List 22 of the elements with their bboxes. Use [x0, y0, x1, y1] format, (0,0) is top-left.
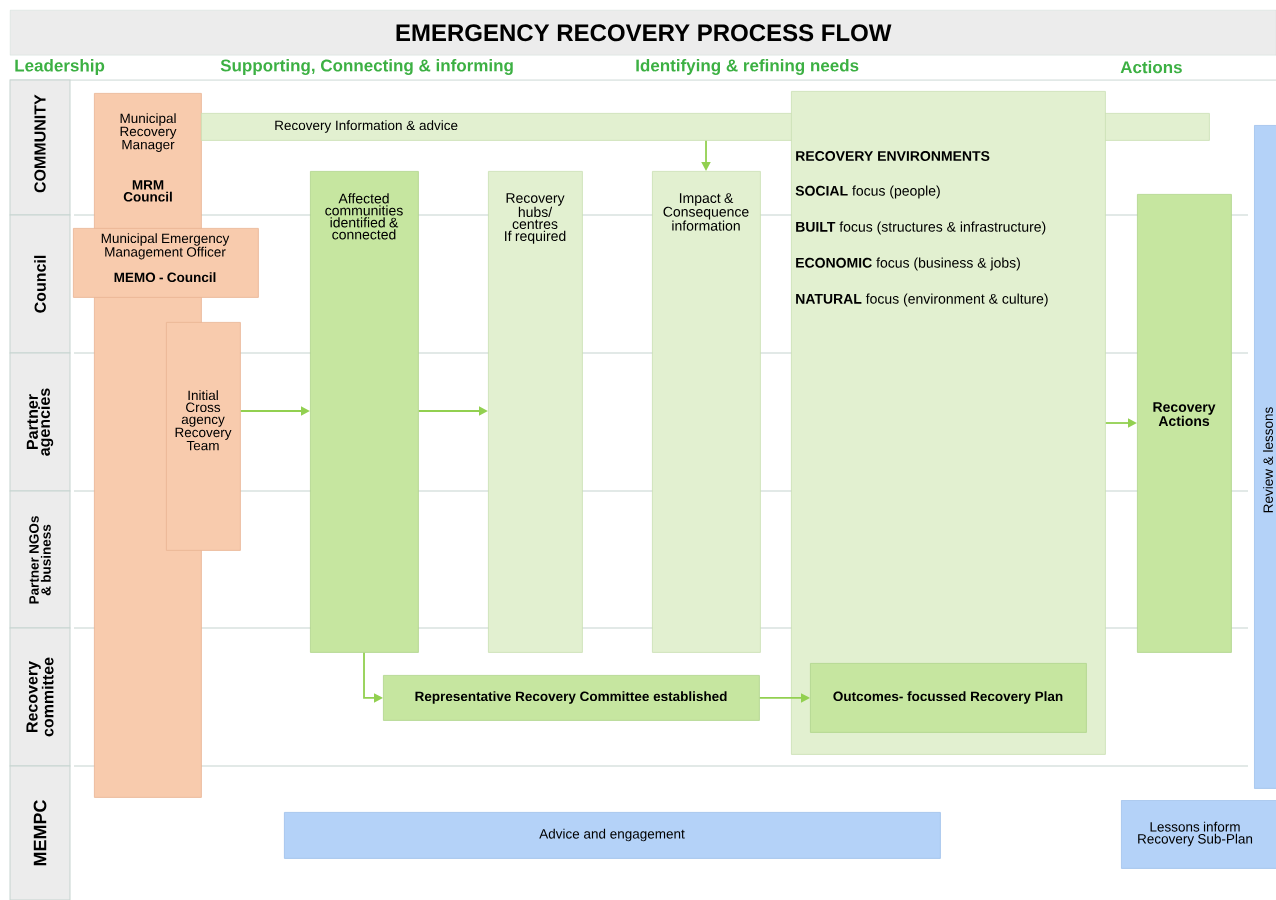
- process-box: Lessons inform Recovery Sub-Plan: [1121, 800, 1276, 869]
- column-heading: Actions: [1120, 60, 1182, 74]
- title-band: EMERGENCY RECOVERY PROCESS FLOW: [10, 10, 1276, 56]
- process-box: Affected communities identified & connected: [310, 171, 419, 653]
- column-heading: Supporting, Connecting & informing: [220, 59, 513, 75]
- column-heading: Leadership: [15, 59, 105, 75]
- column-heading: Identifying & refining needs: [636, 59, 859, 75]
- process-box: Recovery Actions: [1137, 194, 1232, 653]
- lane-heading: Council: [9, 214, 71, 354]
- lane-heading: Partner agencies: [9, 352, 71, 492]
- role-box: Municipal Emergency Management Officer MEMO - Council: [73, 228, 259, 298]
- process-box: Outcomes- focussed Recovery Plan: [810, 663, 1087, 733]
- lane-heading: COMMUNITY: [9, 79, 71, 216]
- process-box: Review & lessons: [1254, 125, 1276, 789]
- process-box: Impact & Consequence information: [652, 171, 761, 653]
- role-box: Initial Cross agency Recovery Team: [166, 322, 241, 551]
- lane-heading: Partner NGOs & business: [9, 490, 71, 629]
- process-box: Recovery hubs/ centres If required: [488, 171, 583, 653]
- process-box: Representative Recovery Committee established: [383, 675, 760, 721]
- process-box: Advice and engagement: [284, 812, 941, 859]
- lane-heading: MEMPC: [9, 765, 71, 900]
- lane-heading: Recovery committee: [9, 627, 71, 767]
